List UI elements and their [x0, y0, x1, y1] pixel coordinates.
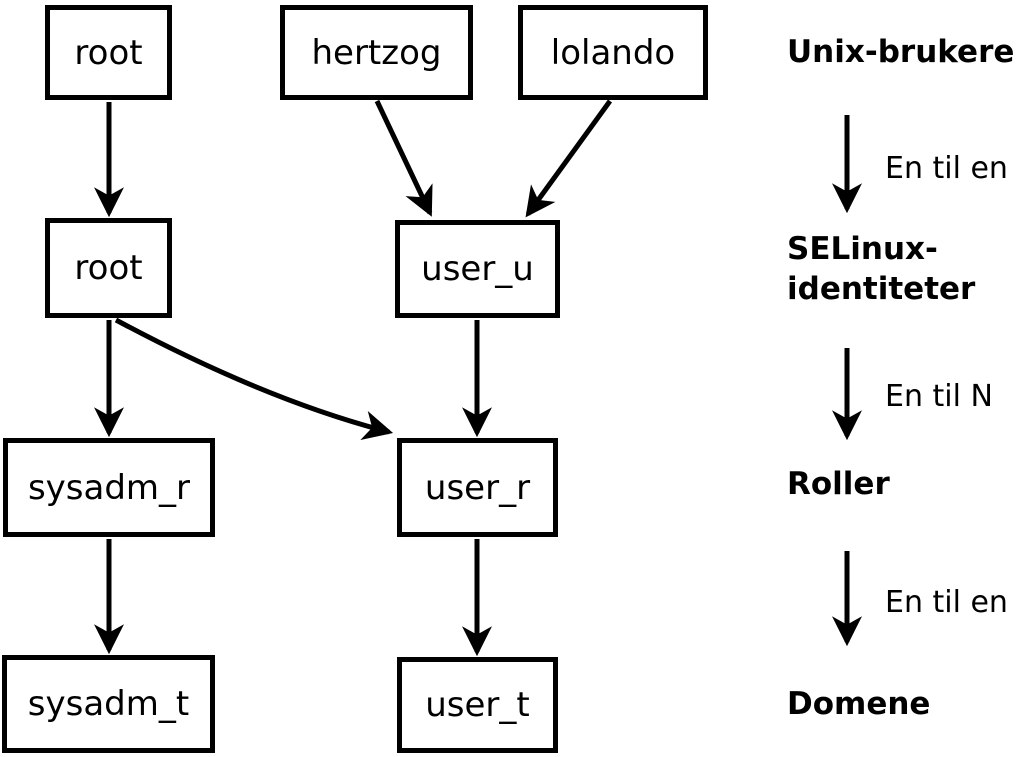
node-label: sysadm_r — [27, 467, 191, 508]
node-label: hertzog — [311, 32, 442, 73]
node-label: user_r — [424, 467, 531, 508]
node-label: sysadm_t — [27, 684, 190, 724]
node-role-sysadm-r: sysadm_r — [3, 438, 215, 537]
node-domain-user-t: user_t — [397, 657, 558, 753]
arrow-selroot-to-userr — [114, 317, 394, 441]
node-label: user_u — [421, 249, 534, 289]
node-domain-sysadm-t: sysadm_t — [2, 655, 215, 753]
legend-arrow-label-one-to-one-1: En til en — [885, 151, 1008, 186]
legend-level-domains: Domene — [787, 686, 931, 722]
node-role-user-r: user_r — [397, 438, 558, 537]
node-label: lolando — [550, 32, 676, 73]
node-unix-user-lolando: lolando — [518, 5, 708, 100]
node-label: root — [74, 248, 143, 288]
legend-arrow-label-one-to-n: En til N — [885, 379, 993, 414]
node-selinux-identity-user-u: user_u — [395, 220, 560, 318]
legend-level-selinux-identities: SELinux- identiteter — [787, 230, 975, 309]
legend-level-unix-users: Unix-brukere — [787, 34, 1015, 70]
node-unix-user-root: root — [45, 5, 172, 100]
node-unix-user-hertzog: hertzog — [280, 5, 473, 100]
arrow-hertzog-to-useru — [374, 99, 433, 217]
node-selinux-identity-root: root — [45, 218, 172, 318]
legend-arrow-label-one-to-one-2: En til en — [885, 585, 1008, 620]
arrow-lolando-to-useru — [525, 99, 613, 218]
legend-level-selinux-line1: SELinux- — [787, 231, 938, 267]
legend-level-selinux-line2: identiteter — [787, 270, 976, 307]
node-label: root — [74, 32, 143, 73]
node-label: user_t — [425, 685, 530, 725]
legend-level-roles: Roller — [787, 466, 890, 502]
